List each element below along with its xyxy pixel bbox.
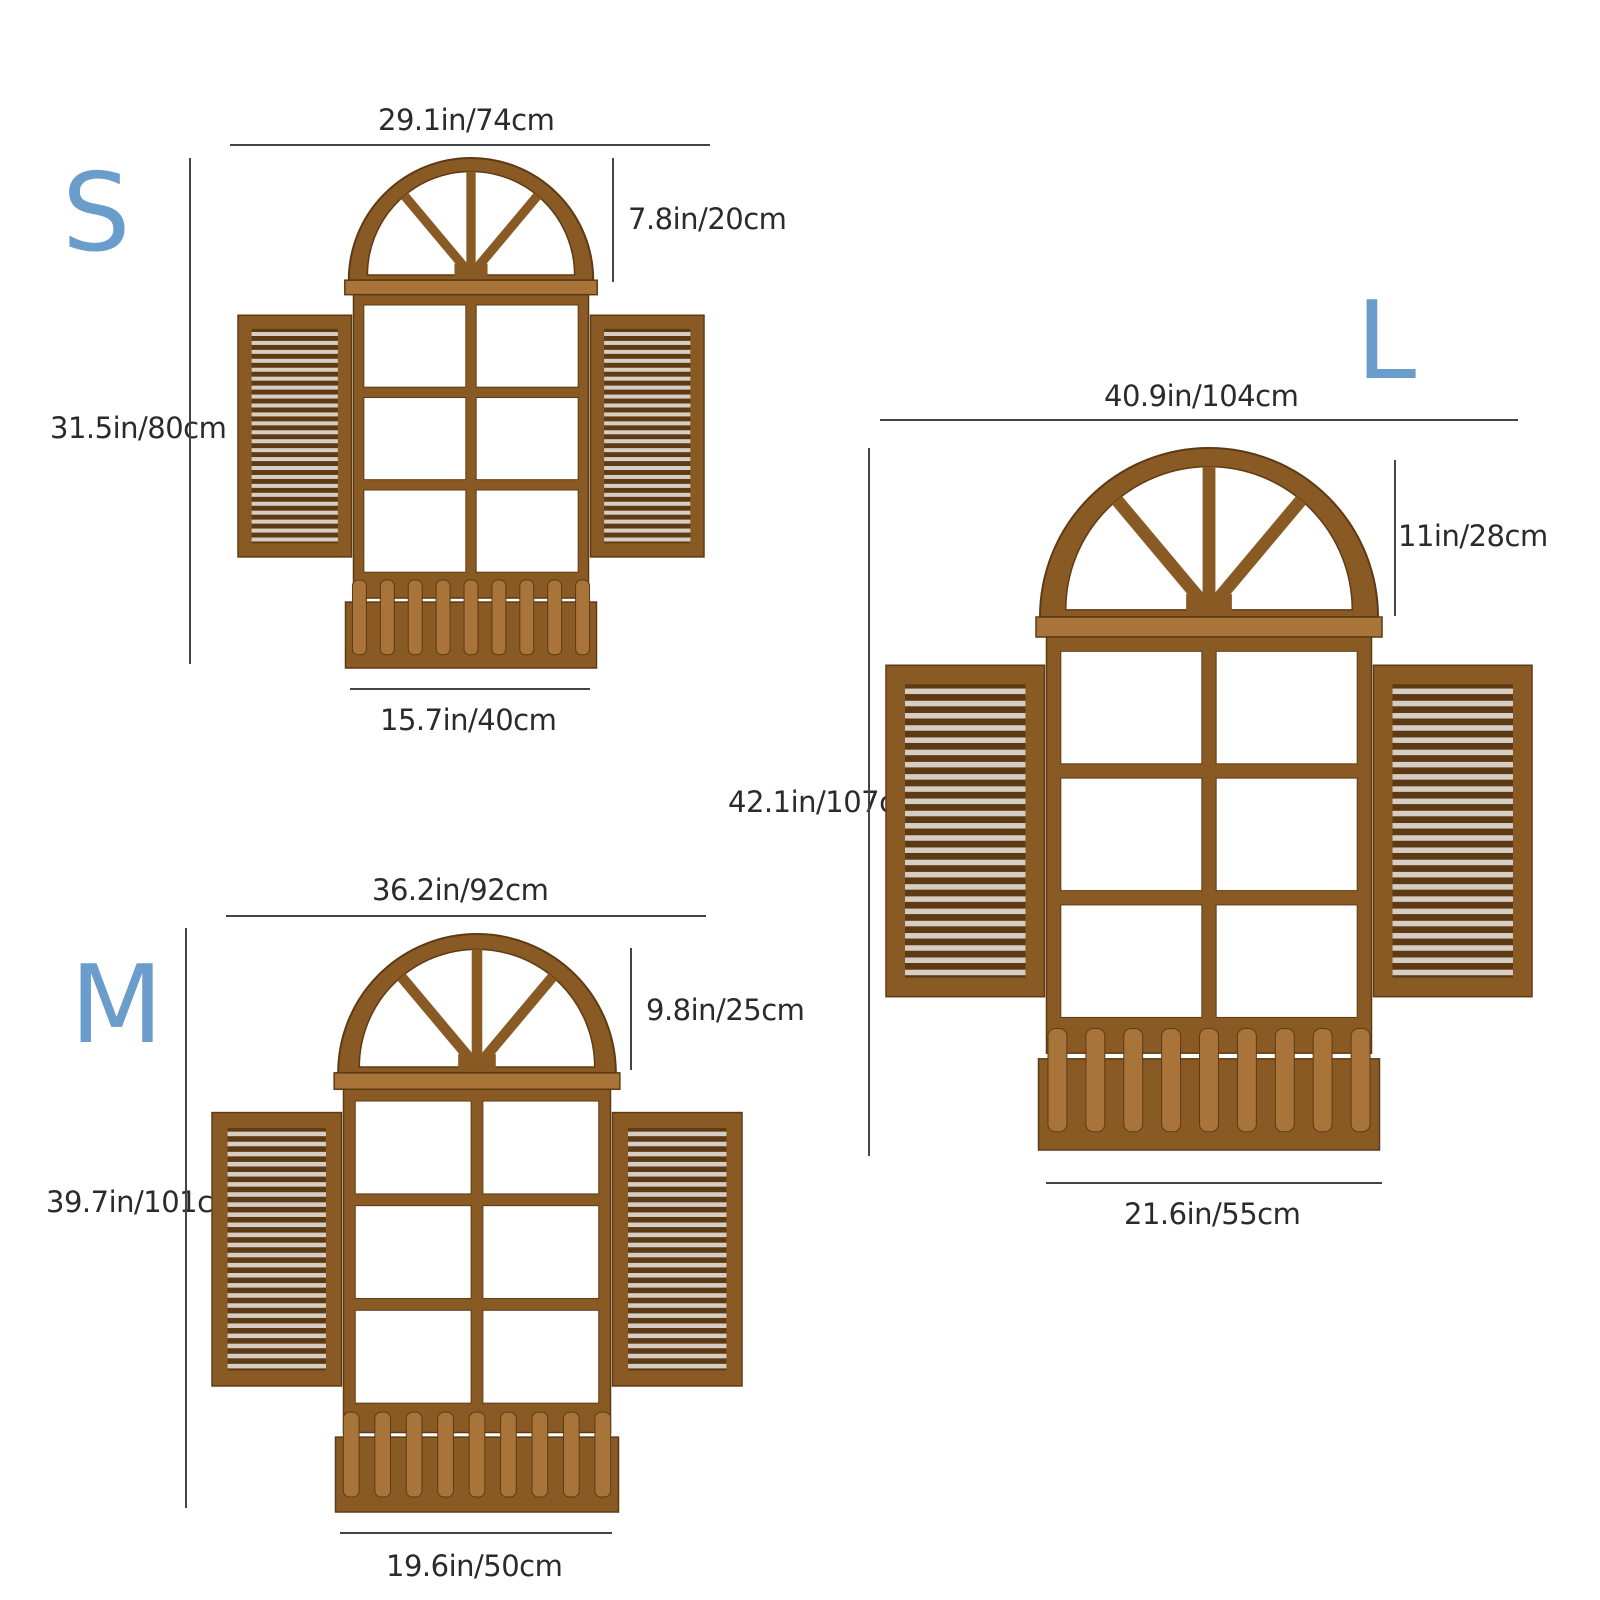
picket: [351, 579, 367, 656]
picket: [1199, 1027, 1219, 1133]
picket: [374, 1411, 392, 1498]
arch-spoke: [472, 973, 557, 1071]
picket: [468, 1411, 486, 1498]
size-s-label: S: [62, 151, 131, 276]
size-l-label: L: [1356, 279, 1417, 404]
window-pane: [482, 1309, 600, 1404]
window-pane: [475, 304, 579, 388]
picket: [1350, 1027, 1371, 1133]
size-l-height-line: [868, 448, 870, 1156]
picket: [594, 1411, 612, 1498]
right-shutter: [589, 314, 705, 558]
size-s-height-line: [189, 158, 191, 664]
picket: [1123, 1027, 1144, 1133]
size-l-window-image: [885, 447, 1533, 1151]
window-pane: [1215, 904, 1358, 1018]
size-m-label: M: [70, 943, 164, 1068]
picket: [435, 579, 451, 656]
size-m-base-line: [340, 1532, 612, 1534]
picket: [519, 579, 535, 656]
size-l-base-line: [1046, 1182, 1382, 1184]
picket: [500, 1411, 517, 1498]
size-s-arch-height: 7.8in/20cm: [628, 202, 787, 236]
left-shutter: [211, 1111, 343, 1387]
right-shutter: [1372, 664, 1533, 998]
size-s-arch-line: [612, 158, 614, 282]
size-l-arch-line: [1394, 460, 1396, 616]
size-m-overall-height: 39.7in/101cm: [46, 1185, 241, 1219]
picket: [562, 1411, 580, 1498]
picket: [491, 579, 507, 656]
left-shutter: [885, 664, 1046, 998]
picket: [1161, 1027, 1182, 1133]
picket: [1312, 1027, 1333, 1133]
left-shutter: [237, 314, 353, 558]
picket: [575, 579, 591, 656]
window-pane: [354, 1100, 472, 1195]
picket: [547, 579, 563, 656]
window-pane: [482, 1205, 600, 1300]
picket: [1047, 1027, 1068, 1133]
size-m-height-line: [185, 928, 187, 1508]
picket: [531, 1411, 549, 1498]
window-pane: [1060, 777, 1203, 892]
window-pane: [354, 1309, 472, 1404]
arch-spoke: [467, 192, 542, 279]
window-pane: [363, 489, 467, 573]
picket: [437, 1411, 454, 1498]
arch-spoke: [1111, 495, 1214, 614]
lintel: [1035, 616, 1383, 638]
size-s-overall-width: 29.1in/74cm: [378, 103, 555, 137]
size-m-window-image: [211, 933, 743, 1513]
picket: [342, 1411, 360, 1498]
picket: [463, 579, 479, 656]
window-pane: [1060, 650, 1203, 765]
window-pane: [363, 397, 467, 481]
size-s-overall-height: 31.5in/80cm: [50, 411, 227, 445]
size-l-overall-width: 40.9in/104cm: [1104, 379, 1299, 413]
window-pane: [475, 489, 579, 573]
picket: [379, 579, 395, 656]
picket: [405, 1411, 423, 1498]
lintel: [333, 1072, 621, 1091]
arch-spoke: [397, 973, 482, 1071]
arch-hub: [454, 263, 488, 277]
picket: [1236, 1027, 1257, 1133]
size-m-overall-width: 36.2in/92cm: [372, 873, 549, 907]
size-s-window-image: [237, 157, 705, 669]
size-l-arch-height: 11in/28cm: [1398, 519, 1548, 553]
size-m-base-width: 19.6in/50cm: [386, 1549, 563, 1583]
size-m-width-line: [226, 915, 706, 917]
arch-hub: [1186, 594, 1232, 612]
window-pane: [1060, 904, 1203, 1018]
arch-spoke: [1204, 495, 1307, 614]
window-pane: [354, 1205, 472, 1300]
window-pane: [1215, 650, 1358, 765]
lintel: [344, 279, 598, 296]
picket: [1085, 1027, 1106, 1133]
window-pane: [363, 304, 467, 388]
window-pane: [482, 1100, 600, 1195]
size-l-width-line: [880, 419, 1518, 421]
arch-spoke: [400, 192, 475, 279]
size-s-width-line: [230, 144, 710, 146]
right-shutter: [611, 1111, 743, 1387]
window-pane: [475, 397, 579, 481]
size-m-arch-height: 9.8in/25cm: [646, 993, 805, 1027]
window-pane: [1215, 777, 1358, 892]
picket: [1274, 1027, 1295, 1133]
size-s-base-width: 15.7in/40cm: [380, 703, 557, 737]
arch-hub: [458, 1054, 496, 1069]
size-s-base-line: [350, 688, 590, 690]
picket: [407, 579, 423, 656]
size-m-arch-line: [630, 948, 632, 1070]
size-l-base-width: 21.6in/55cm: [1124, 1197, 1301, 1231]
